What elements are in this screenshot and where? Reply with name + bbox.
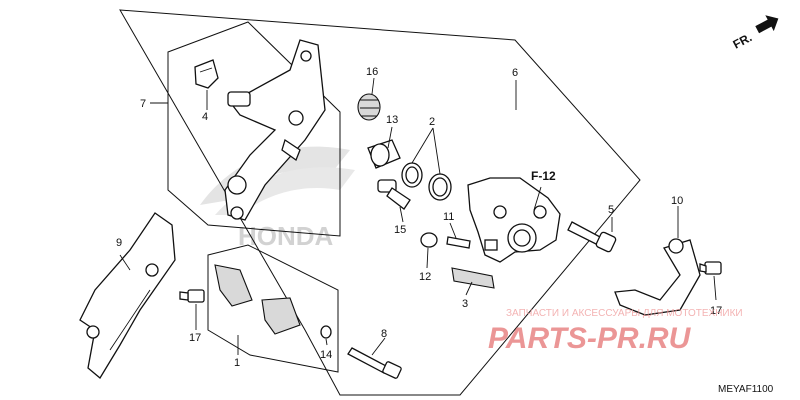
caliper-body-part-6: [467, 177, 561, 263]
bolt-part-17-left: [179, 289, 205, 303]
label-part-1: 1: [234, 357, 240, 369]
label-part-9: 9: [116, 237, 122, 249]
label-part-16: 16: [366, 66, 378, 78]
label-part-8: 8: [381, 328, 387, 340]
label-part-7: 7: [140, 98, 146, 110]
diagram-code: MEYAF1100: [718, 384, 774, 395]
assembly-frame-6: [119, 9, 641, 396]
label-part-17-right: 17: [710, 305, 722, 317]
boot-part-16: [357, 93, 381, 121]
hose-guide-part-10: [614, 238, 701, 316]
label-part-5: 5: [608, 204, 614, 216]
pad-set-frame-1: [207, 244, 339, 373]
label-part-14: 14: [320, 349, 332, 361]
reference-label-f12: F-12: [531, 169, 556, 183]
caliper-bracket-part-7: [224, 39, 326, 221]
watermark-brand: PARTS-PR.RU: [488, 322, 692, 355]
assembly-frame-7: [167, 21, 341, 237]
bleeder-part-11: [446, 236, 471, 249]
slide-pin-part-15: [377, 179, 411, 210]
shim-part-14: [320, 325, 332, 339]
pad-spring-plate-part-3: [451, 267, 495, 289]
front-direction-indicator: FR.: [731, 15, 779, 52]
label-part-3: 3: [462, 298, 468, 310]
pad-pin-part-8: [347, 347, 402, 379]
label-part-6: 6: [512, 67, 518, 79]
bleeder-cap-part-12: [420, 232, 438, 248]
bolt-part-17-right: [699, 261, 722, 275]
label-part-15: 15: [394, 224, 406, 236]
label-part-11: 11: [443, 211, 454, 223]
pin-bolt-part-5: [567, 221, 617, 253]
label-part-2: 2: [429, 116, 435, 128]
brake-pads-part-1: [214, 264, 301, 335]
label-part-17-left: 17: [189, 332, 201, 344]
leader-lines: [119, 77, 717, 356]
label-part-13: 13: [386, 114, 398, 126]
piston-seals-part-2: [401, 162, 452, 201]
label-part-10: 10: [671, 195, 683, 207]
pad-spring-part-4: [194, 59, 219, 89]
disc-guard-part-9: [79, 212, 176, 379]
front-arrow-icon: [755, 15, 779, 34]
ghost-logo-text: HONDA: [238, 221, 334, 251]
front-direction-label: FR.: [731, 30, 755, 51]
watermark-tagline: ЗАПЧАСТИ И АКСЕССУАРЫ ДЛЯ МОТОТЕХНИКИ: [506, 308, 743, 319]
piston-part-13: [367, 139, 401, 169]
watermark: ЗАПЧАСТИ И АКСЕССУАРЫ ДЛЯ МОТОТЕХНИКИ PA…: [488, 308, 743, 355]
label-part-4: 4: [202, 111, 208, 123]
label-part-12: 12: [419, 271, 431, 283]
